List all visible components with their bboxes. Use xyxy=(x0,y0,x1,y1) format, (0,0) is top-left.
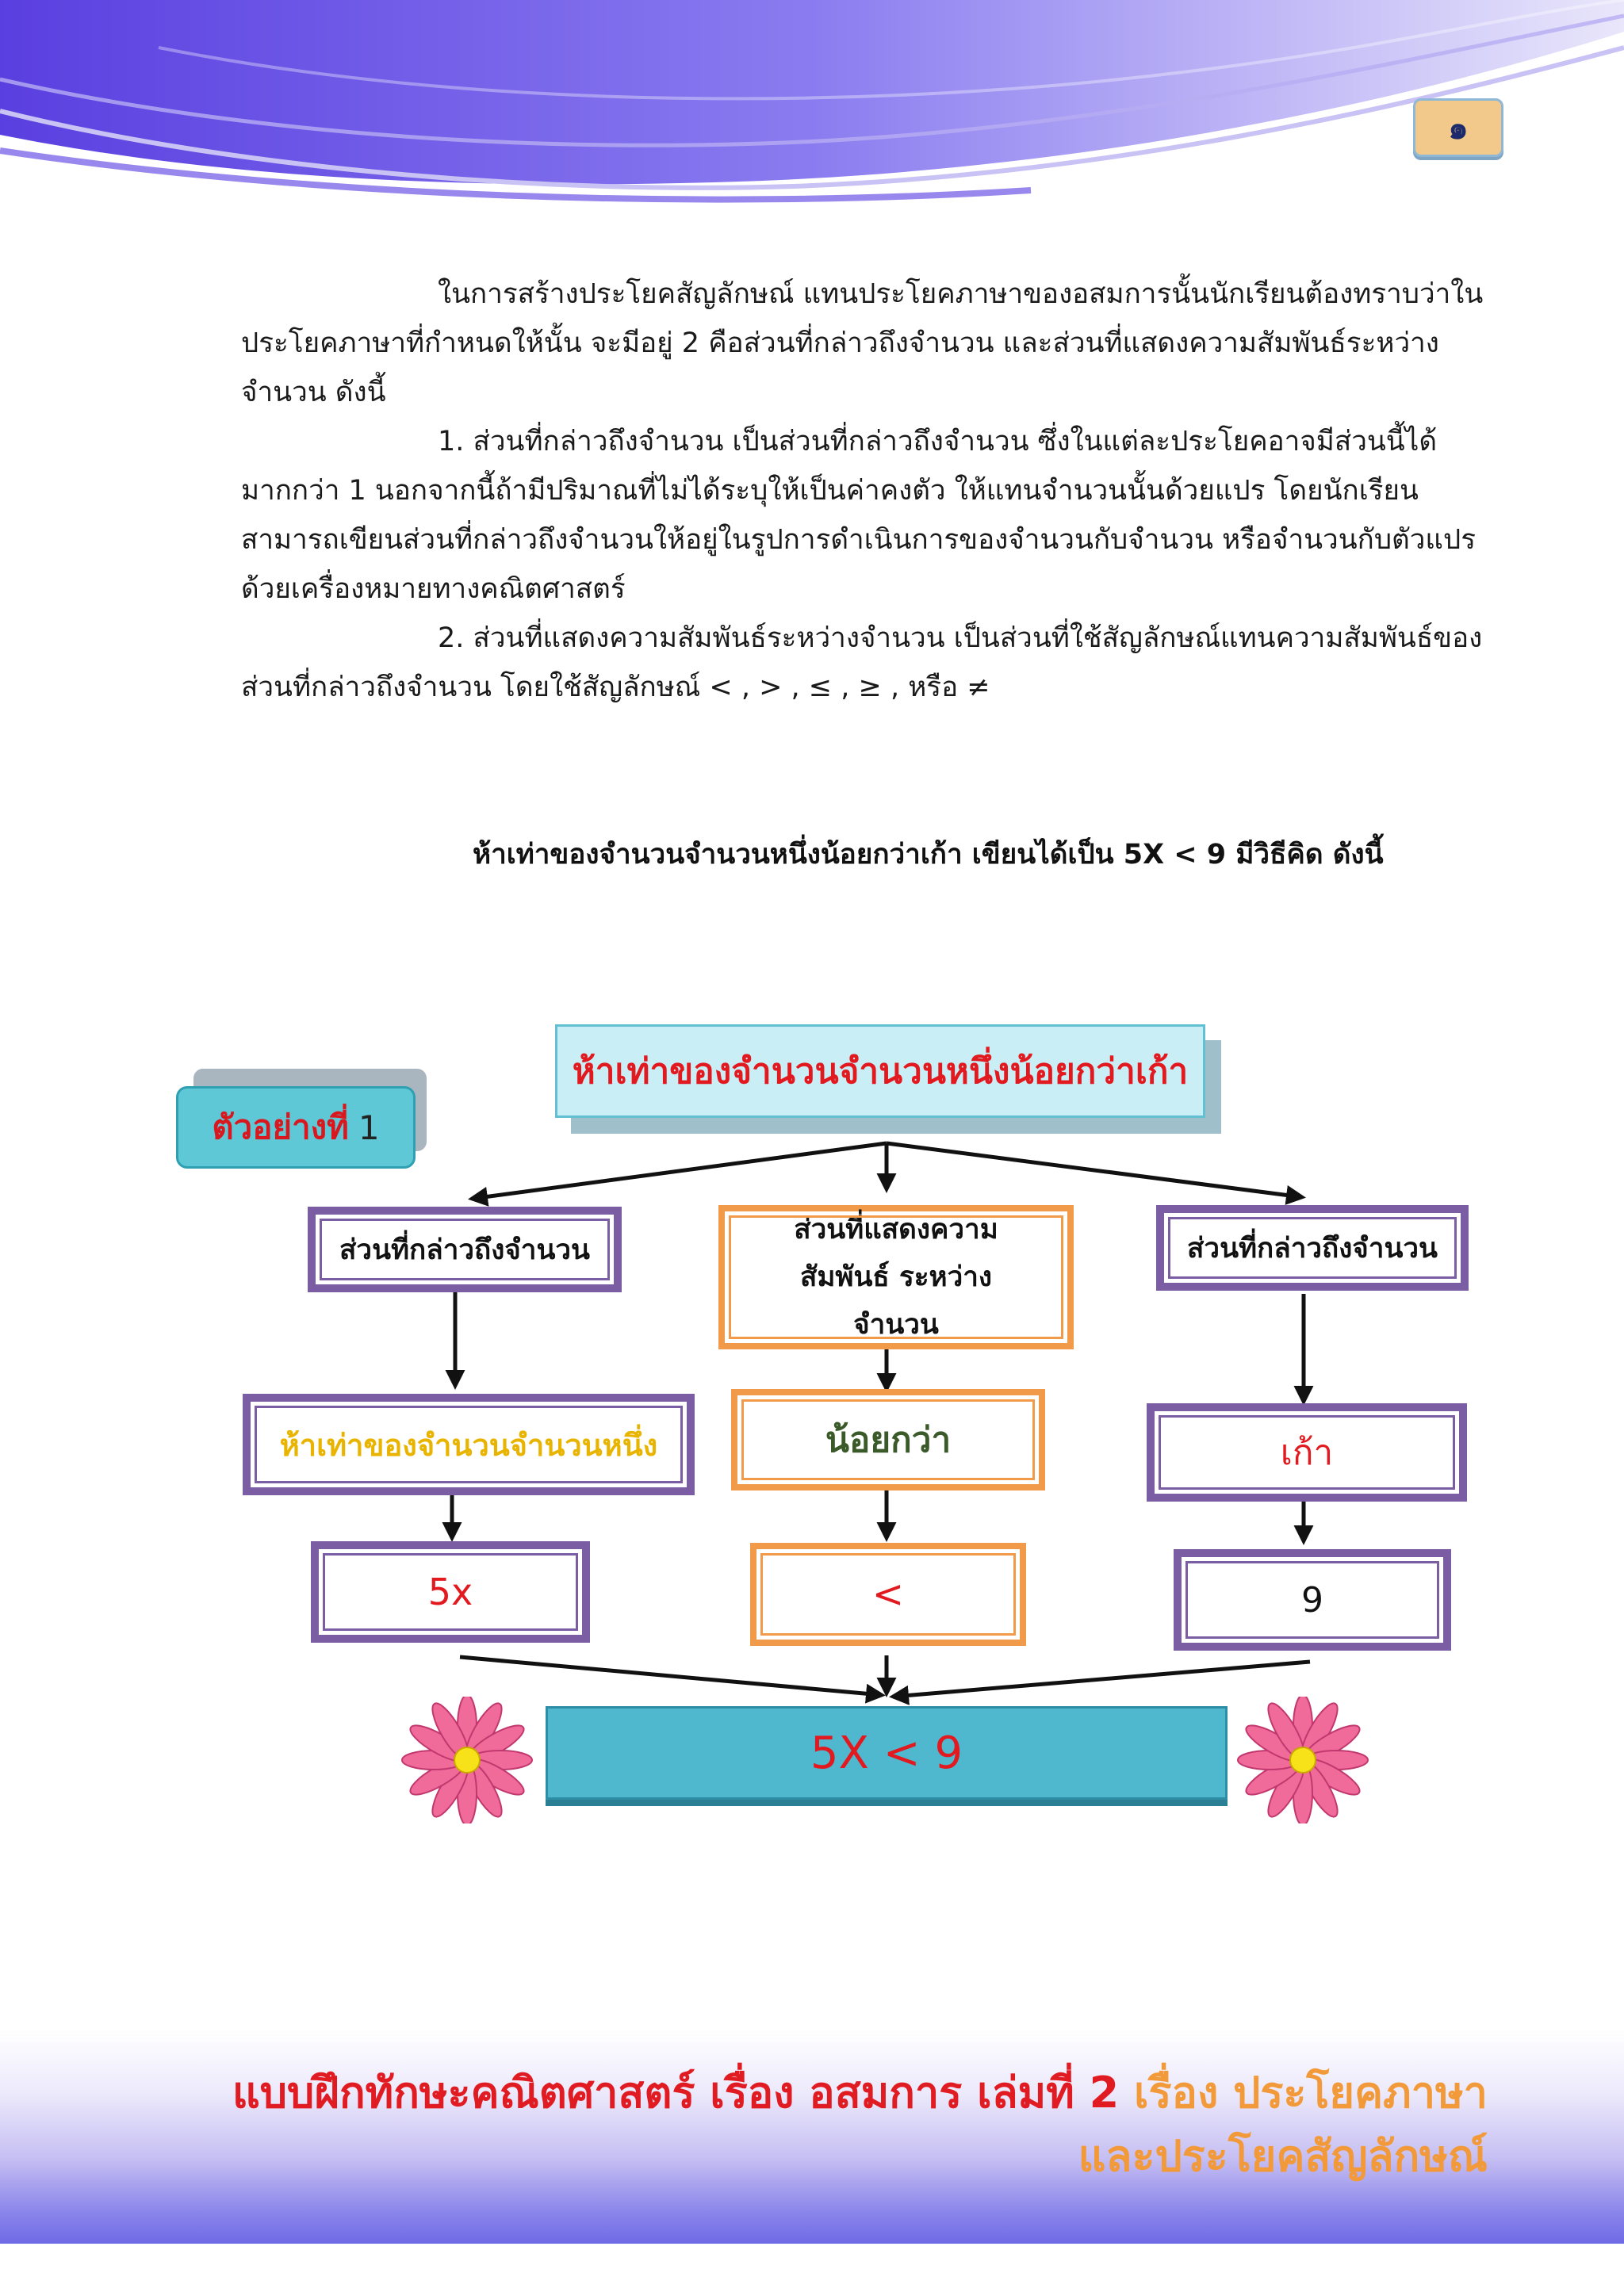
footer-line-1: แบบฝึกทักษะคณิตศาสตร์ เรื่อง อสมการ เล่ม… xyxy=(60,2061,1488,2125)
symbol-9: 9 xyxy=(1174,1549,1451,1651)
example-statement: ห้าเท่าของจำนวนจำนวนหนึ่งน้อยกว่าเก้า เข… xyxy=(473,839,1384,871)
flower-right-icon xyxy=(1237,1697,1369,1823)
header-relation-part: ส่วนที่แสดงความสัมพันธ์ ระหว่างจำนวน xyxy=(718,1205,1074,1349)
example-tag: ตัวอย่างที่ 1 xyxy=(176,1086,416,1169)
example-label: ตัวอย่างที่ xyxy=(212,1108,349,1146)
footer-line-2: และประโยคสัญลักษณ์ xyxy=(1078,2131,1488,2181)
footer-topic: เรื่อง ประโยคภาษา xyxy=(1134,2068,1488,2118)
phrase-five-times-number: ห้าเท่าของจำนวนจำนวนหนึ่ง xyxy=(243,1394,695,1495)
example-number: 1 xyxy=(358,1108,380,1147)
diagram-title: ห้าเท่าของจำนวนจำนวนหนึ่งน้อยกว่าเก้า xyxy=(555,1024,1205,1118)
paragraph-intro: ในการสร้างประโยคสัญลักษณ์ แทนประโยคภาษาข… xyxy=(241,278,1484,408)
page-number-tab: ๑ xyxy=(1413,98,1503,157)
paragraph-point-2: 2. ส่วนที่แสดงความสัมพันธ์ระหว่างจำนวน เ… xyxy=(241,622,1483,703)
paragraph-point-1: 1. ส่วนที่กล่าวถึงจำนวน เป็นส่วนที่กล่าว… xyxy=(241,426,1476,605)
header-number-part-right: ส่วนที่กล่าวถึงจำนวน xyxy=(1156,1205,1469,1291)
result-expression: 5X < 9 xyxy=(546,1706,1228,1800)
page-number: ๑ xyxy=(1448,110,1469,147)
footer-title: แบบฝึกทักษะคณิตศาสตร์ เรื่อง อสมการ เล่ม… xyxy=(60,2061,1488,2188)
symbol-less-than: < xyxy=(750,1543,1026,1646)
footer-book-title: แบบฝึกทักษะคณิตศาสตร์ เรื่อง อสมการ เล่ม… xyxy=(232,2068,1120,2118)
flower-left-icon xyxy=(401,1697,533,1823)
phrase-less-than: น้อยกว่า xyxy=(731,1389,1045,1490)
header-number-part-left: ส่วนที่กล่าวถึงจำนวน xyxy=(308,1207,622,1292)
symbol-5x: 5x xyxy=(311,1541,590,1643)
header-wave-decoration xyxy=(0,0,1624,203)
footer-band xyxy=(0,2030,1624,2244)
body-text: ในการสร้างประโยคสัญลักษณ์ แทนประโยคภาษาข… xyxy=(241,270,1510,712)
phrase-nine: เก้า xyxy=(1147,1403,1467,1502)
